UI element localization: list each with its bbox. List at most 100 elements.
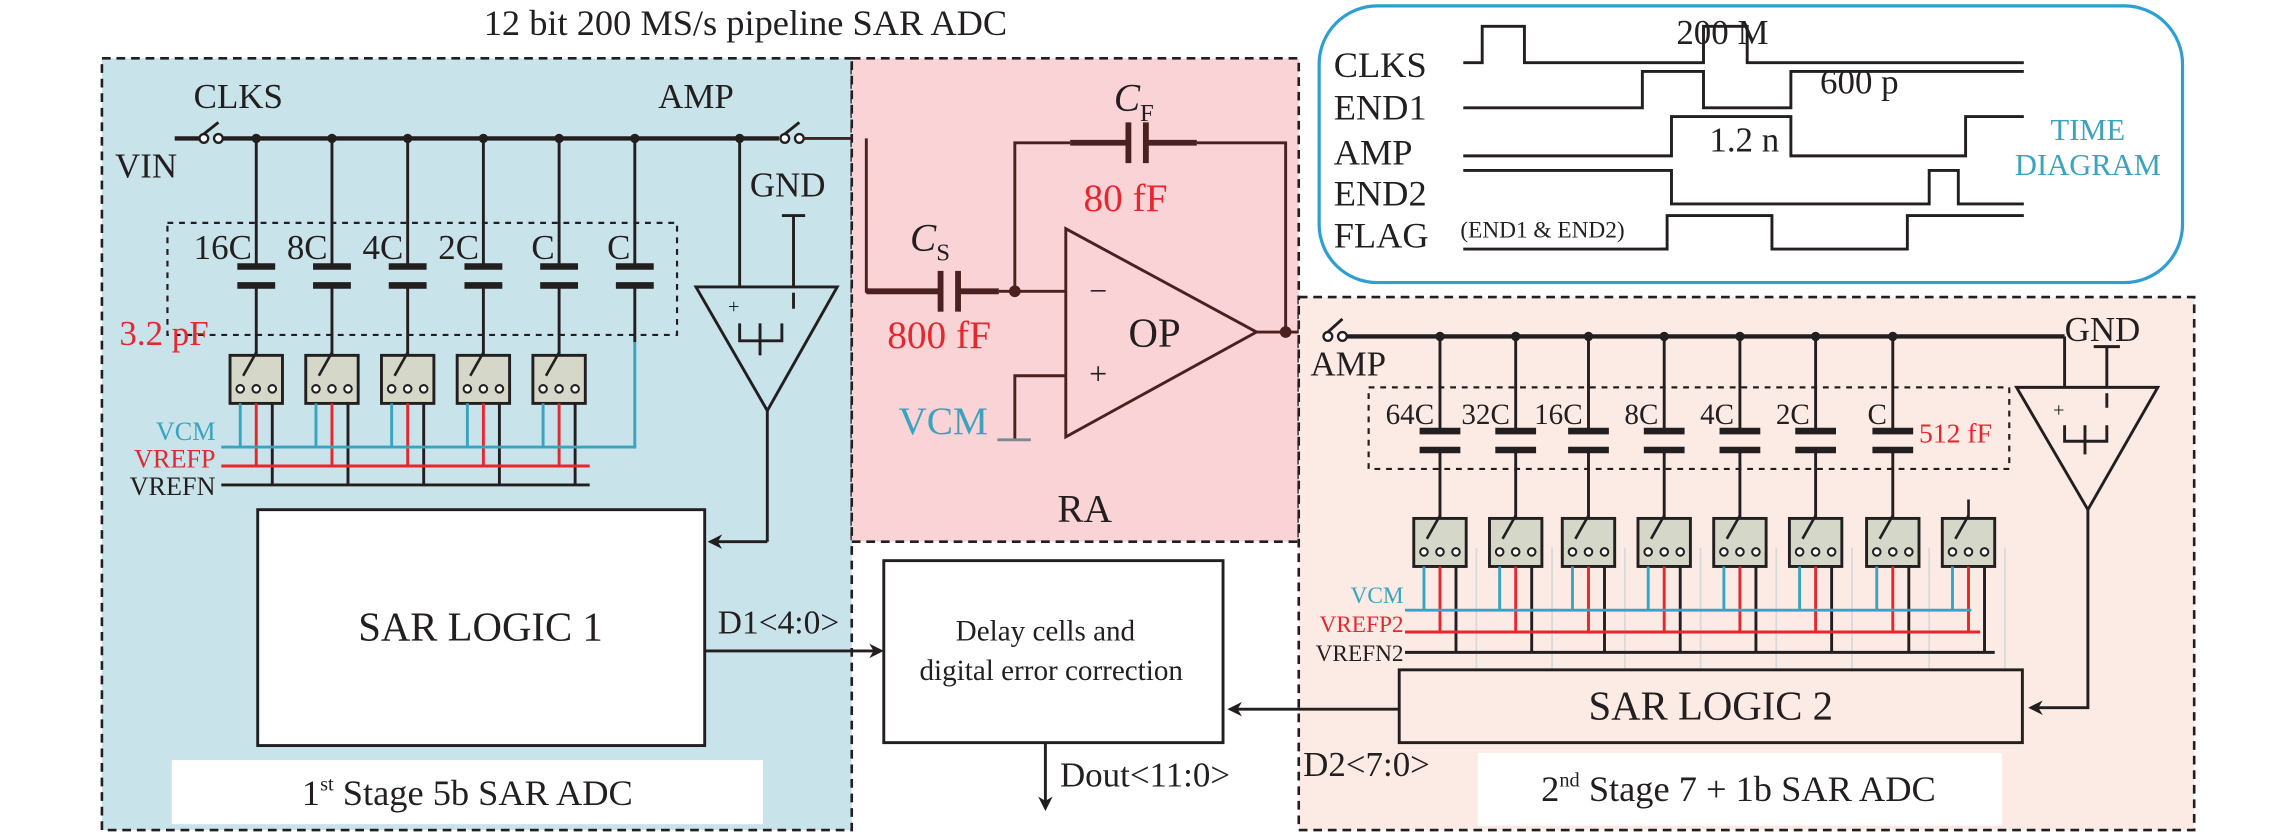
comparator-2: + <box>2014 336 2161 715</box>
td-waveform-end1 <box>1463 69 2024 110</box>
td-waveform-end2 <box>1463 168 2024 206</box>
stage1-cap-label: 2C <box>438 228 479 267</box>
stage2-vcm-label: VCM <box>1351 583 1404 609</box>
svg-text:−: − <box>1089 272 1107 308</box>
stage1-cap-array <box>166 221 679 337</box>
stage2-capacitor: 32C <box>1461 331 1537 519</box>
svg-text:+: + <box>2053 400 2065 422</box>
dout-label: Dout<11:0> <box>1060 755 1230 794</box>
stage2-capacitor: 8C <box>1624 331 1685 519</box>
td-signal-label: FLAG <box>1334 216 1429 256</box>
op-label: OP <box>1129 311 1181 356</box>
comparator-1: + <box>693 133 840 549</box>
delay-dec-block: Delay cells and digital error correction… <box>882 559 1230 812</box>
switch-box <box>228 353 284 405</box>
diagram-title: 12 bit 200 MS/s pipeline SAR ADC <box>484 3 1007 43</box>
dec-line2: digital error correction <box>919 655 1183 687</box>
td-caption-1: TIME <box>2051 113 2126 147</box>
td-signal-label: END1 <box>1334 87 1427 127</box>
switch-box <box>304 353 360 405</box>
sar-logic-1-label: SAR LOGIC 1 <box>358 605 603 650</box>
td-signal-label: CLKS <box>1334 45 1427 85</box>
stage2-capacitor: 64C <box>1386 331 1461 519</box>
td-end1-width: 600 p <box>1820 62 1899 101</box>
stage1-capacitor: 8C <box>287 133 360 485</box>
stage1-vcm-label: VCM <box>156 417 216 446</box>
stage1-capacitor: C <box>607 133 654 448</box>
stage1-cap-value: 3.2 pF <box>119 314 208 353</box>
stage1-cap-label: C <box>607 228 630 267</box>
svg-text:2nd Stage 7 + 1b SAR ADC: 2nd Stage 7 + 1b SAR ADC <box>1541 769 1936 809</box>
stage2-vrefn-label: VREFN2 <box>1316 641 1404 667</box>
stage2-capacitor: 2C <box>1776 331 1837 519</box>
td-caption-2: DIAGRAM <box>2015 148 2161 182</box>
cf-label: CF <box>1114 76 1154 127</box>
stage1-capacitor: C <box>531 133 587 485</box>
d1-bus-label: D1<4:0> <box>718 604 839 641</box>
stage2-capacitor: 4C <box>1700 331 1761 519</box>
stage2-cap-label: 16C <box>1534 399 1583 431</box>
svg-text:+: + <box>1089 355 1107 391</box>
stage1-cap-label: C <box>531 228 554 267</box>
stage2-cap-label: 64C <box>1386 399 1435 431</box>
vin-label: VIN <box>115 147 177 186</box>
cf-capacitor <box>1070 122 1197 164</box>
stage1-capacitor: 2C <box>438 133 512 485</box>
switch-box <box>380 353 436 405</box>
clks-label: CLKS <box>194 77 283 116</box>
ra-label: RA <box>1057 486 1112 530</box>
switch-box <box>1940 516 1997 568</box>
switch-box <box>1636 516 1692 568</box>
gnd-label-2: GND <box>2065 310 2141 349</box>
stage1-vrefn-label: VREFN <box>130 472 216 501</box>
stage2-caption: 2nd Stage 7 + 1b SAR ADC <box>1477 752 2002 826</box>
sar-logic-2: SAR LOGIC 2 <box>1397 668 2024 745</box>
switch-box <box>1865 516 1921 568</box>
switch-box <box>1412 516 1468 568</box>
sar-logic-2-label: SAR LOGIC 2 <box>1589 683 1834 728</box>
stage2-vrefp-label: VREFP2 <box>1319 612 1403 638</box>
amp-switch-2 <box>1322 317 1348 342</box>
stage1-cap-label: 8C <box>287 228 328 267</box>
switch-box <box>1560 516 1617 568</box>
stage2-switch <box>1488 514 1553 670</box>
switch-box <box>1712 516 1768 568</box>
stage2-cap-label: 2C <box>1776 399 1810 431</box>
stage1-cap-label: 4C <box>363 228 404 267</box>
d2-bus-label: D2<7:0> <box>1303 745 1430 784</box>
stage2-cap-value: 512 fF <box>1919 418 1992 449</box>
td-amp-width: 1.2 n <box>1709 121 1779 160</box>
td-signal-label: END2 <box>1334 173 1427 213</box>
cs-capacitor <box>866 270 999 312</box>
switch-box <box>1488 516 1544 568</box>
sar-logic-1: SAR LOGIC 1 <box>256 508 707 748</box>
amp-switch-1 <box>779 121 867 144</box>
td-waveform-amp <box>1463 115 2024 158</box>
stage2-cap-label: 8C <box>1624 399 1658 431</box>
cs-value: 800 fF <box>887 313 991 357</box>
stage2-cap-label: 4C <box>1700 399 1734 431</box>
stage1-cap-label: 16C <box>194 228 252 267</box>
stage1-caption: 1st Stage 5b SAR ADC <box>171 760 763 825</box>
td-waveform-clks <box>1463 24 2024 65</box>
ra-vcm-label: VCM <box>898 399 988 443</box>
cs-label: CS <box>910 216 950 267</box>
stage1-vrefp-label: VREFP <box>134 444 216 473</box>
amp-label-2: AMP <box>1310 345 1386 384</box>
td-clks-freq: 200 M <box>1676 13 1768 52</box>
td-flag-note: (END1 & END2) <box>1460 217 1624 243</box>
svg-text:+: + <box>728 296 740 318</box>
stage1-capacitor: 16C <box>194 133 284 485</box>
td-signal-label: AMP <box>1334 133 1413 173</box>
stage2-cap-label: 32C <box>1461 399 1510 431</box>
dec-line1: Delay cells and <box>956 616 1136 648</box>
stage2-capacitor: 16C <box>1534 331 1609 519</box>
switch-box <box>1787 516 1844 568</box>
ra-panel: CS 800 fF CF 80 fF − + OP VCM RA <box>850 57 1318 544</box>
stage1-capacitor: 4C <box>363 133 436 485</box>
